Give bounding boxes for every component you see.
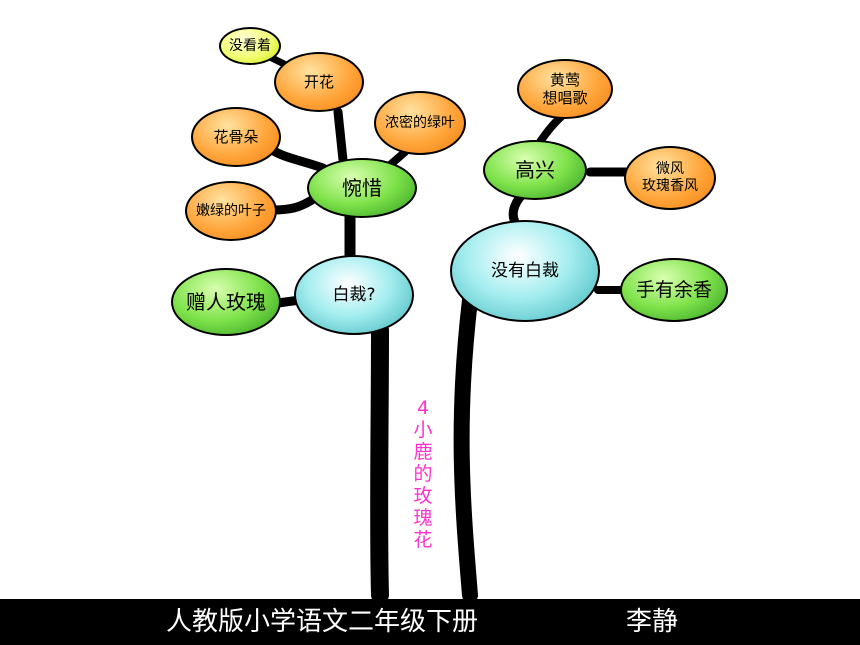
lesson-title: 4小鹿的玫瑰花 [413, 397, 433, 551]
footer-author: 李静 [626, 607, 679, 637]
right-hub-node: 高兴 [483, 140, 587, 200]
right-root-node: 没有白裁 [450, 220, 600, 322]
right-trunk [453, 292, 478, 603]
leaf-node-huang-ying: 黄莺 想唱歌 [517, 59, 613, 119]
footer-bar: 人教版小学语文二年级下册 李静 [0, 599, 860, 645]
left-root-node: 白裁? [294, 255, 414, 335]
footer-text: 人教版小学语文二年级下册 [166, 607, 479, 637]
leaf-node-mei-kan-zhe: 没看着 [219, 27, 281, 65]
leaf-node-kai-hua: 开花 [274, 52, 364, 112]
leaf-node-hua-gu-duo: 花骨朵 [191, 107, 281, 167]
leaf-node-nong-mi-de-lu-ye: 浓密的绿叶 [374, 91, 466, 155]
right-side-node: 手有余香 [620, 258, 728, 322]
leaf-node-nen-lu-de-ye-zi: 嫩绿的叶子 [185, 181, 277, 241]
left-side-node: 赠人玫瑰 [171, 268, 281, 336]
leaf-node-wei-feng: 微风 玫瑰香风 [624, 146, 716, 210]
left-hub-node: 惋惜 [307, 158, 417, 218]
left-trunk [370, 321, 389, 604]
